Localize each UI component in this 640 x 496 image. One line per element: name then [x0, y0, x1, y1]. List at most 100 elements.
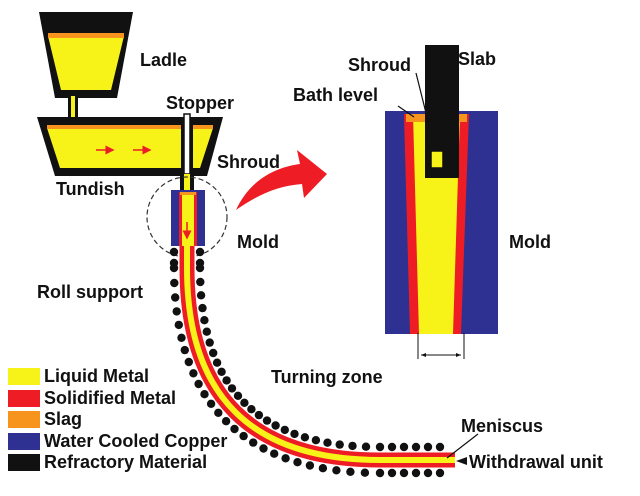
magnify-arrow	[236, 150, 327, 210]
roll	[194, 379, 203, 389]
legend-swatch	[8, 411, 40, 429]
shroud-detail-label: Shroud	[348, 55, 411, 75]
roll	[169, 263, 179, 273]
roll	[171, 293, 180, 302]
legend-item: Slag	[8, 409, 227, 431]
legend-label: Refractory Material	[44, 452, 208, 473]
roll	[399, 442, 409, 452]
roll	[411, 442, 421, 452]
withdrawal-arrow	[456, 457, 467, 465]
roll	[195, 247, 205, 257]
roll	[239, 431, 248, 441]
mold-label: Mold	[237, 232, 279, 252]
strand	[179, 246, 455, 468]
legend-item: Liquid Metal	[8, 366, 227, 388]
stopper	[181, 113, 193, 175]
mold-detail-label: Mold	[509, 232, 551, 252]
mold-main	[171, 190, 205, 246]
roll	[222, 376, 231, 385]
roll	[387, 442, 397, 452]
meniscus-label: Meniscus	[461, 416, 544, 436]
roll-support	[169, 247, 445, 478]
roll	[202, 327, 211, 336]
tundish	[37, 117, 223, 176]
roll	[177, 333, 186, 342]
roll	[399, 468, 409, 478]
roll	[212, 358, 222, 367]
roll	[435, 468, 445, 478]
roll	[169, 247, 179, 257]
roll	[206, 399, 216, 408]
roll	[361, 442, 371, 451]
roll	[348, 441, 357, 451]
roll	[198, 303, 207, 313]
roll	[271, 421, 280, 430]
roll	[305, 461, 315, 470]
roll	[270, 449, 279, 458]
roll	[195, 263, 205, 273]
legend-label: Slag	[44, 409, 83, 430]
roll	[196, 277, 205, 287]
legend-item: Refractory Material	[8, 452, 227, 474]
shroud-detail	[425, 45, 459, 178]
roll	[423, 442, 433, 452]
tundish-label: Tundish	[56, 179, 125, 199]
roll	[293, 458, 302, 467]
legend-item: Solidified Metal	[8, 388, 227, 410]
roll	[346, 467, 355, 476]
roll	[200, 390, 209, 399]
roll-support-label: Roll support	[37, 282, 143, 302]
meniscus-pointer	[446, 433, 479, 459]
roll	[259, 444, 268, 453]
bath-level-label: Bath level	[293, 85, 379, 105]
roll	[227, 384, 237, 393]
roll	[189, 369, 198, 378]
roll	[323, 438, 332, 447]
roll	[435, 442, 445, 452]
roll	[221, 417, 231, 426]
legend: Liquid Metal Solidified Metal Slag Water…	[8, 366, 227, 474]
roll	[262, 416, 272, 425]
roll	[196, 291, 206, 300]
magnify-circle	[146, 176, 228, 258]
roll	[311, 436, 321, 445]
slab-label: Slab	[458, 49, 497, 69]
ladle-label: Ladle	[140, 50, 188, 70]
roll	[300, 433, 310, 442]
roll	[209, 348, 218, 358]
roll	[290, 429, 299, 439]
roll	[180, 345, 189, 355]
roll	[280, 425, 289, 435]
legend-label: Solidified Metal	[44, 387, 177, 408]
roll	[184, 357, 193, 367]
roll	[332, 466, 341, 475]
roll	[375, 442, 385, 452]
detail-pointers	[397, 72, 429, 122]
legend-swatch	[8, 454, 40, 472]
legend-label: Water Cooled Copper	[44, 430, 228, 451]
roll	[411, 468, 421, 478]
legend-swatch	[8, 368, 40, 386]
withdrawal-unit-label: Withdrawal unit	[469, 452, 603, 472]
roll	[233, 391, 243, 400]
roll	[375, 468, 385, 478]
legend-label: Liquid Metal	[44, 366, 149, 387]
roll	[281, 454, 290, 463]
roll	[360, 468, 370, 477]
legend-item: Water Cooled Copper	[8, 431, 227, 453]
shroud-label: Shroud	[217, 152, 280, 172]
roll	[200, 316, 209, 325]
roll	[240, 398, 249, 407]
roll	[387, 468, 397, 478]
roll	[170, 278, 179, 288]
roll	[318, 464, 328, 473]
legend-swatch	[8, 432, 40, 450]
stopper-label: Stopper	[166, 93, 235, 113]
roll	[247, 405, 256, 414]
roll	[254, 410, 264, 420]
roll	[214, 408, 223, 417]
roll	[230, 424, 239, 434]
roll	[205, 338, 214, 347]
roll	[335, 440, 344, 449]
turning-zone-label: Turning zone	[271, 367, 383, 387]
